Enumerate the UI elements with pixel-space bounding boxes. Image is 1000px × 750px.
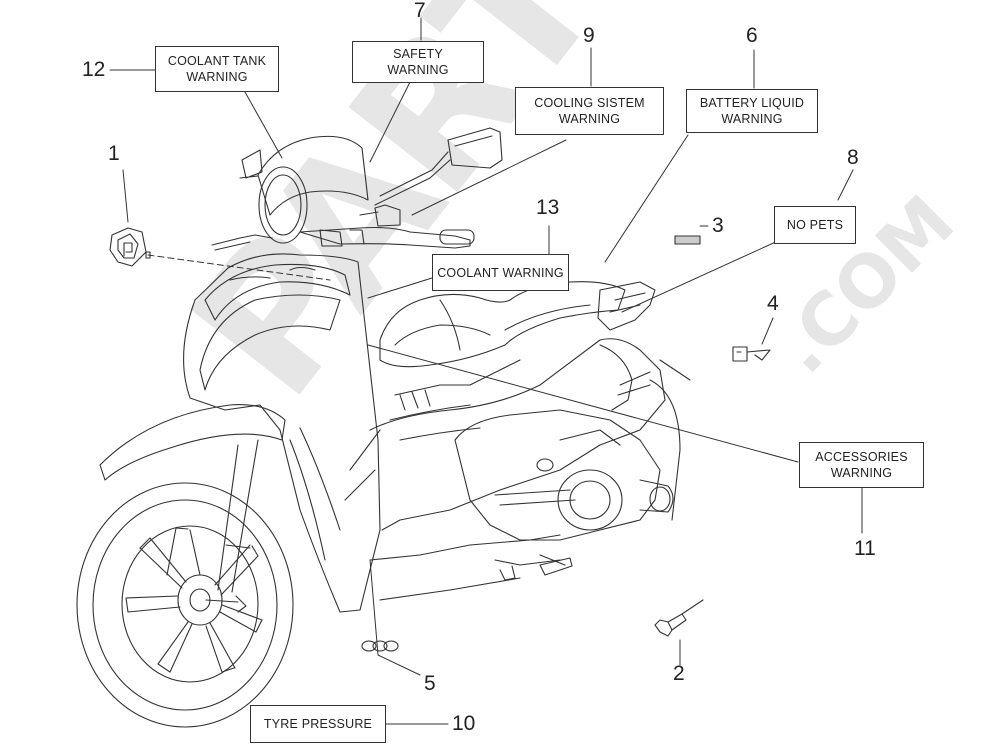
label-13-line-1: COOLANT WARNING bbox=[437, 265, 564, 280]
callout-number-8: 8 bbox=[847, 146, 859, 169]
label-12-coolant-tank-warning: COOLANT TANK WARNING bbox=[155, 46, 279, 92]
engine-swingarm bbox=[454, 409, 674, 581]
leader-7 bbox=[369, 81, 411, 163]
part-1-badge bbox=[109, 227, 151, 267]
leader-12 bbox=[244, 91, 283, 159]
label-12-line-2: WARNING bbox=[186, 70, 248, 84]
label-8-no-pets: NO PETS bbox=[774, 206, 856, 244]
label-10-line-1: TYRE PRESSURE bbox=[263, 717, 373, 731]
leader-8-stub bbox=[837, 169, 854, 201]
rear-wheel bbox=[649, 359, 691, 521]
label-8-line-1: NO PETS bbox=[786, 218, 844, 232]
callout-number-13: 13 bbox=[536, 196, 560, 219]
label-11-line-2: WARNING bbox=[830, 466, 893, 480]
label-13-coolant-warning: COOLANT WARNING bbox=[432, 254, 569, 291]
seat bbox=[379, 281, 626, 368]
callout-number-4: 4 bbox=[767, 292, 779, 315]
label-9-line-1: COOLING SISTEM bbox=[534, 96, 645, 110]
callout-number-12: 12 bbox=[82, 58, 106, 81]
leader-11 bbox=[367, 344, 799, 463]
part-5-rivets bbox=[361, 640, 399, 652]
label-7-safety-warning: SAFETY WARNING bbox=[352, 41, 484, 83]
front-wheel bbox=[76, 482, 294, 728]
callout-number-10: 10 bbox=[452, 712, 476, 735]
callout-number-9: 9 bbox=[583, 24, 595, 47]
label-7-line-1: SAFETY bbox=[393, 47, 443, 61]
rear-body bbox=[369, 281, 666, 601]
front-fork bbox=[217, 439, 259, 593]
leader-5 bbox=[369, 559, 421, 676]
leader-lines bbox=[109, 17, 863, 725]
label-9-line-2: WARNING bbox=[558, 112, 621, 126]
part-4-clip bbox=[732, 346, 771, 362]
callout-number-3: 3 bbox=[712, 214, 724, 237]
part-3-sticker bbox=[674, 235, 701, 245]
leader-13 bbox=[367, 277, 433, 299]
callout-number-1: 1 bbox=[108, 142, 120, 165]
callout-number-6: 6 bbox=[746, 24, 758, 47]
label-6-battery-liquid-warning: BATTERY LIQUID WARNING bbox=[686, 89, 818, 133]
leader-4 bbox=[761, 317, 774, 345]
label-12-line-1: COOLANT TANK bbox=[167, 54, 267, 68]
leader-1-dashed bbox=[147, 254, 331, 281]
label-10-tyre-pressure: TYRE PRESSURE bbox=[250, 705, 386, 743]
callout-number-5: 5 bbox=[424, 672, 436, 695]
leader-6 bbox=[604, 134, 689, 263]
leader-9 bbox=[411, 139, 567, 216]
label-6-line-2: WARNING bbox=[721, 112, 783, 126]
handlebar-assembly bbox=[211, 127, 503, 251]
part-2-rivet bbox=[654, 599, 704, 637]
front-body bbox=[183, 253, 381, 613]
label-7-line-2: WARNING bbox=[387, 63, 449, 77]
label-6-line-1: BATTERY LIQUID bbox=[699, 96, 805, 110]
label-11-accessories-warning: ACCESSORIES WARNING bbox=[799, 442, 924, 488]
leader-1 bbox=[122, 169, 129, 223]
label-9-cooling-sistem-warning: COOLING SISTEM WARNING bbox=[515, 87, 664, 135]
label-11-line-1: ACCESSORIES bbox=[815, 450, 908, 464]
callout-number-11: 11 bbox=[854, 537, 876, 560]
leader-8 bbox=[621, 239, 781, 313]
callout-number-7: 7 bbox=[414, 0, 426, 22]
callout-number-2: 2 bbox=[673, 662, 685, 685]
front-fender bbox=[99, 404, 286, 481]
